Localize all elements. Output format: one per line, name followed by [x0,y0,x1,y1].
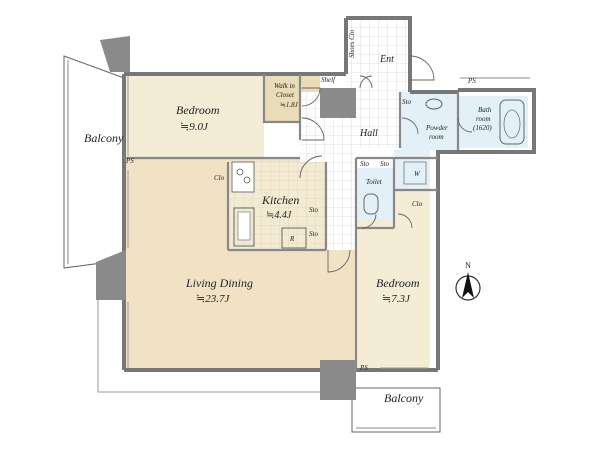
fixtures [233,77,530,249]
clo-bedroom-label: Clo [412,200,423,208]
walk-in-closet-line2: Closet [276,91,295,99]
sto-1-label: Sto [309,206,318,214]
bath-room-line1: Bath [478,106,492,114]
bedroom-south-name: Bedroom [376,276,420,290]
doors [299,55,473,273]
w-label: W [414,170,421,178]
hall-area [300,92,400,250]
terrace-line [97,300,322,393]
compass-n: N [465,261,471,270]
stove-burner-icon [243,176,251,184]
powder-room-area [400,92,458,150]
laundry-area [394,150,430,190]
inner-walls [124,74,460,370]
bath-room-line2: room [476,115,491,123]
windows [127,76,428,369]
powder-room-line2: room [429,133,444,141]
toilet-icon [363,193,379,215]
clo-kitchen-label: Clo [214,174,225,182]
entrance-area [346,18,410,92]
ps-small-1-label: PS [125,157,134,165]
walls [122,16,536,372]
balcony-west-label: Balcony [84,131,124,145]
entrance-label: Ent [379,54,394,65]
sink [233,207,255,247]
walk-in-closet-size: ≒1.8J [280,101,299,109]
bedroom-north-size: ≒9.0J [180,121,209,133]
bedroom-south-area [356,228,430,370]
balcony-south-label: Balcony [384,391,424,405]
ps-top-label: PS [467,77,476,85]
compass-icon: N [455,261,481,301]
walk-in-closet-line1: Walk in [274,82,295,90]
bedroom-north-name: Bedroom [176,103,220,117]
shelf-label: Shelf [321,76,336,84]
hall-label: Hall [359,128,378,139]
sto-5-label: Sto [402,98,411,106]
washbasin-icon [425,98,443,110]
bathtub-icon [499,99,525,145]
fridge-label: R [289,235,295,243]
fridge-box [281,227,307,249]
toilet-label: Toilet [366,178,383,186]
bath-room-area [458,96,528,148]
washer-space [403,161,427,185]
balcony-west [63,55,125,269]
bedroom-south-size: ≒7.3J [382,293,411,305]
kitchen-size: ≒4.4J [266,210,292,221]
sto-4-label: Sto [380,160,389,168]
bath-room-size: (1620) [473,124,492,132]
living-dining-area [124,158,356,370]
stove-burner-icon [236,168,244,176]
living-size: ≒23.7J [196,293,230,305]
balcony-south [351,387,441,433]
sto-3-label: Sto [360,160,369,168]
living-name: Living Dining [185,276,253,290]
shoe-closet-label: Shoes Clo [348,29,356,58]
toilet-area [356,168,394,220]
sto-2-label: Sto [309,230,318,238]
kitchen-name: Kitchen [261,193,299,207]
powder-room-line1: Powder [425,124,448,132]
columns [96,36,356,400]
bedroom-north-area [124,74,264,158]
ps-small-2-label: PS [359,364,368,372]
